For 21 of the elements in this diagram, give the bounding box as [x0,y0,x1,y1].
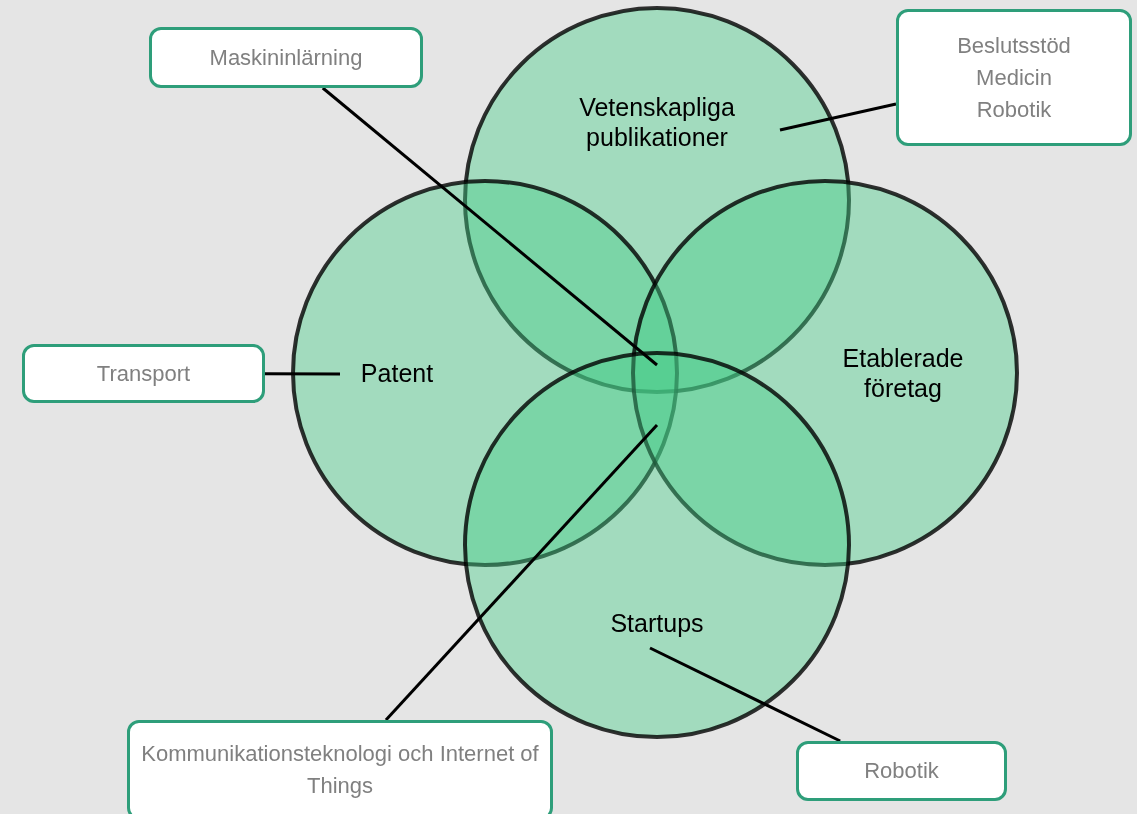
callout-text: Transport [96,359,191,388]
leader-line [779,102,897,132]
callout-box [149,27,423,88]
callout-text: Kommunikationsteknologi och Internet of Things [140,740,540,800]
circle-label: Startups [609,608,705,638]
circle-label: Vetenskapliga publikationer [578,92,736,152]
callout-box [127,720,553,814]
callout-text: Maskininlärning [209,43,363,72]
callout-text: Robotik [864,757,939,785]
callout-box [796,741,1007,801]
callout-text: Medicin [976,63,1052,92]
callout-box [896,9,1132,146]
leader-line [384,424,659,721]
leader-line [649,646,841,743]
leader-line [321,86,658,367]
callout-text: Robotik [976,95,1052,124]
callout-text: Beslutsstöd [957,31,1071,60]
callout-box [22,344,265,403]
circle-label: Patent [359,358,435,388]
circle-label: Etablerade företag [841,343,965,403]
leader-line [265,372,340,376]
